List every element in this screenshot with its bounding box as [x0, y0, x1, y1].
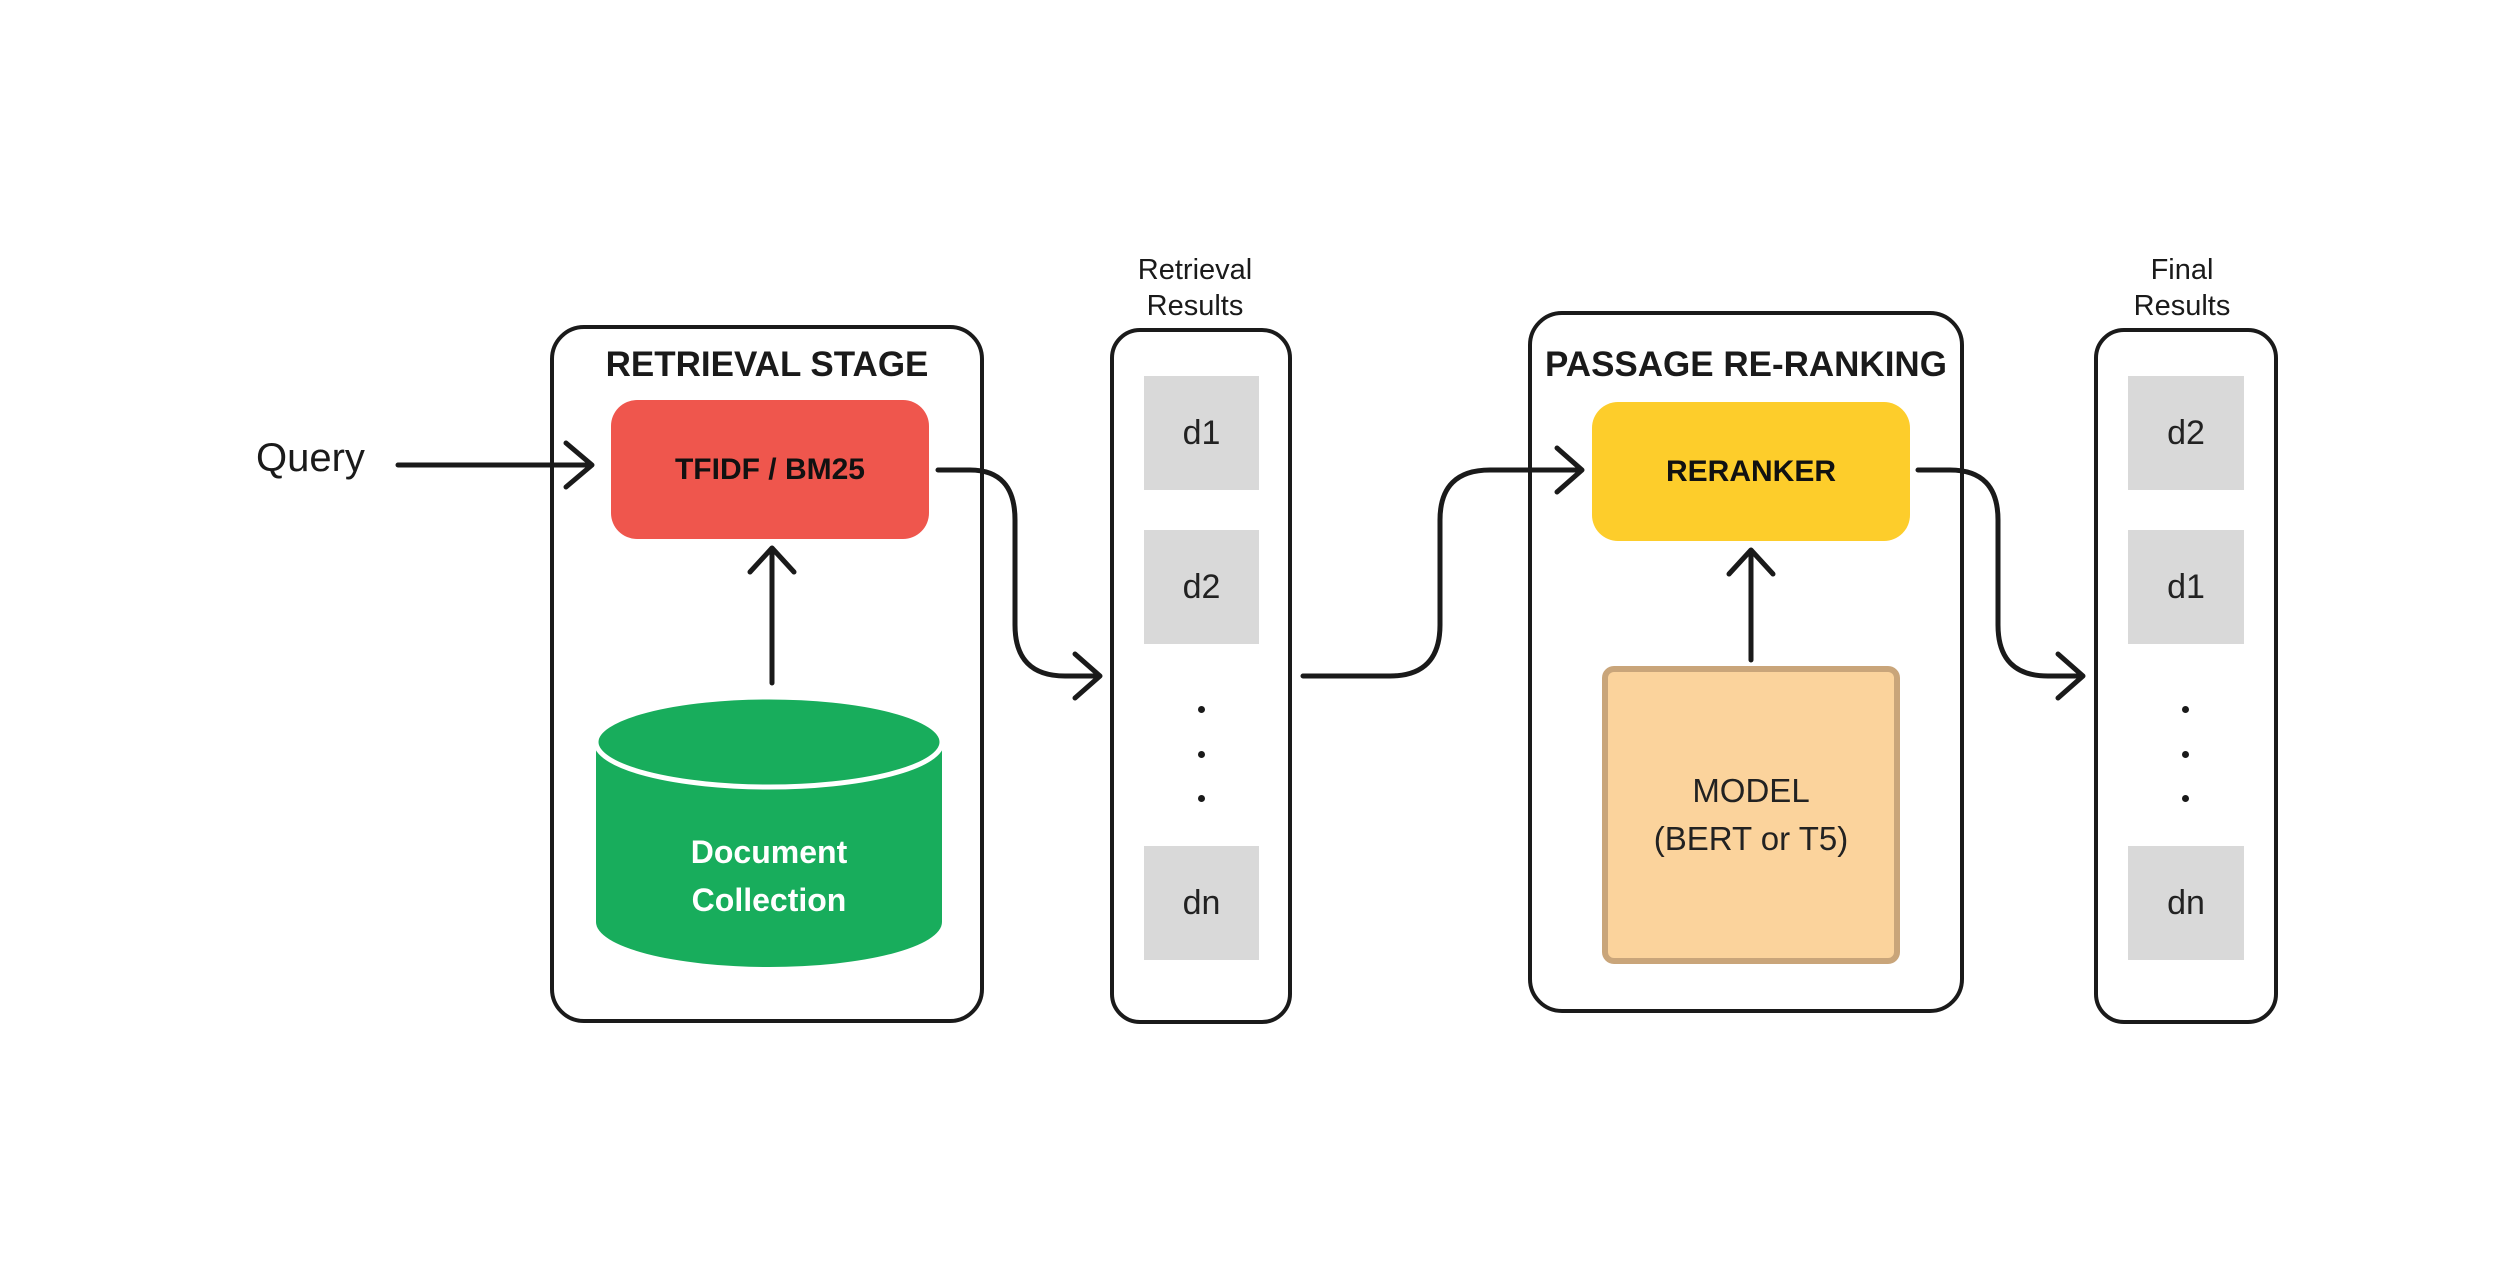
- final-caption-line-1: Final: [2150, 254, 2214, 286]
- reranker-to-final-arrow-head: [2055, 651, 2086, 701]
- model-arrow-head: [1726, 547, 1776, 577]
- retrieval-result-item: d2: [1144, 530, 1259, 644]
- retrieval-results-caption: Retrieval Results: [1110, 252, 1280, 324]
- final-caption-line-2: Results: [2133, 290, 2231, 322]
- retrieval-caption-line-2: Results: [1146, 290, 1244, 322]
- model-box: MODEL (BERT or T5): [1602, 666, 1900, 964]
- query-arrow-head: [563, 440, 595, 490]
- query-label: Query: [256, 436, 365, 480]
- retrieval-result-item: d1: [1144, 376, 1259, 490]
- ellipsis-dots: [2179, 706, 2191, 802]
- retriever-to-results-arrow-head: [1072, 651, 1103, 701]
- reranker-label: RERANKER: [1665, 454, 1836, 488]
- results-to-reranker-arrow-head: [1554, 445, 1585, 495]
- final-result-item: dn: [2128, 846, 2244, 960]
- reranker-node: RERANKER: [1592, 402, 1910, 541]
- retriever-node: TFIDF / BM25: [611, 400, 929, 539]
- final-result-item: d2: [2128, 376, 2244, 490]
- model-line-1: MODEL: [1692, 772, 1810, 809]
- reranking-stage-title: PASSAGE RE-RANKING: [1545, 345, 1947, 384]
- ellipsis-dots: [1195, 706, 1207, 802]
- retrieval-result-item: dn: [1144, 846, 1259, 960]
- final-result-item: d1: [2128, 530, 2244, 644]
- retrieval-stage-title: RETRIEVAL STAGE: [605, 345, 929, 384]
- reranker-to-final-arrow: [1915, 467, 2083, 679]
- document-collection-label: Document Collection: [592, 828, 946, 924]
- collection-line-1: Document: [690, 834, 848, 870]
- results-to-reranker-arrow: [1300, 467, 1583, 679]
- document-collection-cylinder: [593, 694, 945, 967]
- retriever-label: TFIDF / BM25: [674, 452, 865, 486]
- collection-line-2: Collection: [691, 882, 847, 918]
- final-results-caption: Final Results: [2094, 252, 2270, 324]
- retriever-to-results-arrow: [935, 467, 1101, 679]
- retrieval-caption-line-1: Retrieval: [1137, 254, 1253, 286]
- collection-arrow-head: [747, 545, 797, 575]
- model-line-2: (BERT or T5): [1653, 820, 1849, 857]
